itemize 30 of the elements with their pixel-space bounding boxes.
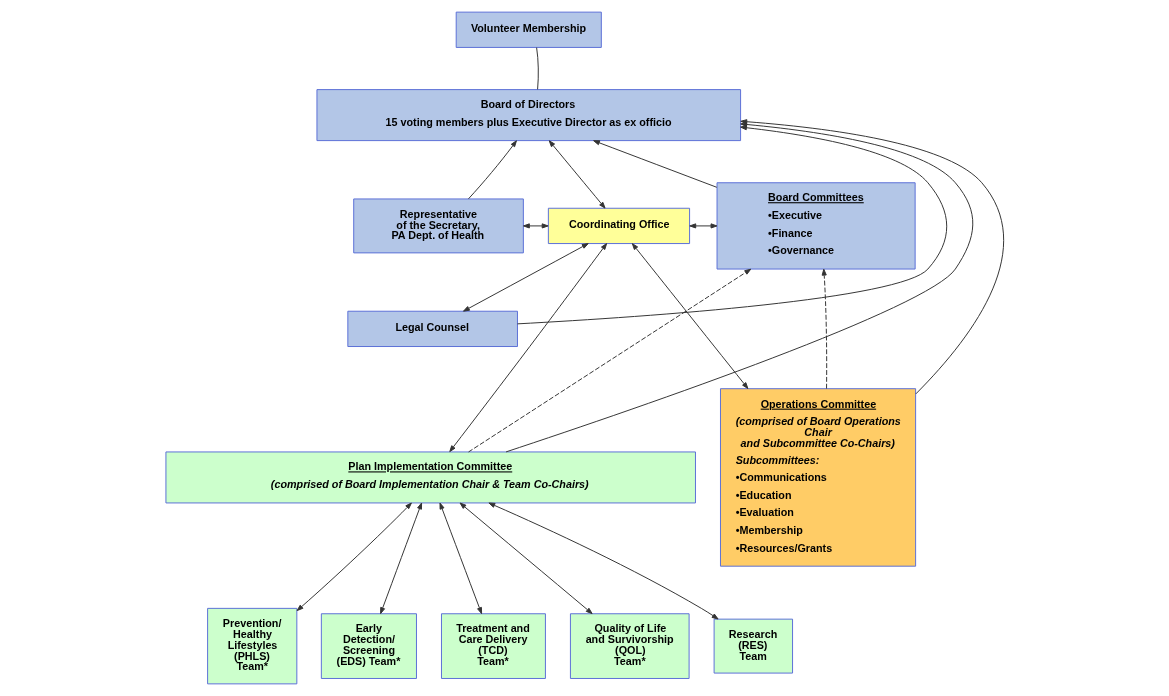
arrow (516, 125, 947, 325)
node-box: Board Committees •Executive •Finance •Governance (716, 182, 916, 270)
arrow (821, 268, 827, 390)
node-box: Early Detection/ Screening (EDS) Team* (320, 613, 417, 679)
arrow (688, 223, 717, 229)
connector (535, 47, 539, 90)
node-box: Prevention/ Healthy Lifestyles (PHLS) Team* (206, 607, 297, 685)
arrow (296, 502, 412, 612)
arrow (438, 502, 482, 615)
node-box: Legal Counsel (346, 310, 518, 347)
arrow (487, 502, 719, 620)
arrow (467, 268, 751, 453)
node-box: Quality of Life and Survivorship (QOL) Team* (569, 613, 690, 679)
node-box: Treatment and Care Delivery (TCD) Team* (440, 613, 546, 679)
arrow (448, 243, 607, 453)
node-box: Research (RES) Team (713, 618, 793, 674)
node-box: Operations Committee (comprised of Board Operations Chair and Subcommittee Co-Chairs) Subcommittees: •Communications •Education •Evaluation •Membership •Resources/Grants (719, 388, 916, 567)
arrow (467, 140, 517, 200)
arrow (548, 140, 605, 209)
node-box: Plan Implementation Committee (comprised of Board Implementation Chair & Team Co-Chairs) (164, 451, 696, 504)
arrow (522, 223, 549, 229)
arrow (379, 502, 422, 615)
arrow (592, 140, 717, 188)
node-box: Representative of the Secretary, PA Dept. of Health (352, 198, 524, 254)
node-box: Coordinating Office (547, 207, 690, 245)
node-box: Board of Directors 15 voting members plus Executive Director as ex officio (315, 89, 741, 142)
arrow (631, 243, 748, 389)
arrow (462, 243, 589, 312)
node-box: Volunteer Membership (455, 11, 602, 48)
arrow (459, 502, 593, 615)
